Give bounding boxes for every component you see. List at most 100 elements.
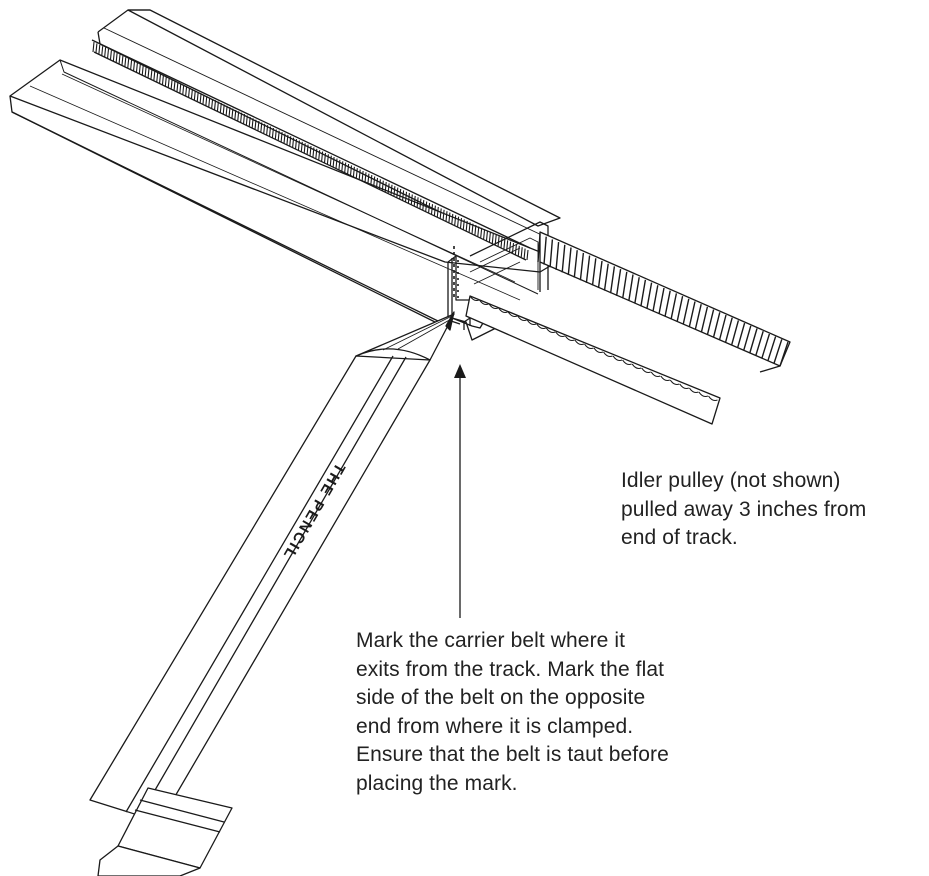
belt-tooth-line xyxy=(216,101,219,112)
belt-tooth-line xyxy=(500,237,503,248)
idler-callout-line-1: Idler pulley (not shown) xyxy=(621,469,841,492)
belt-tooth-line xyxy=(514,244,517,255)
belt-tooth-line xyxy=(433,205,436,216)
belt-tooth-line xyxy=(234,109,237,120)
belt-teeth-in-track-outline xyxy=(91,39,531,261)
belt-tooth-line xyxy=(263,123,266,134)
belt-tooth-line xyxy=(375,177,379,188)
belt-tooth-line xyxy=(358,169,361,180)
belt-tooth-line xyxy=(167,78,170,89)
belt-tooth-line xyxy=(332,157,335,168)
belt-tooth-line xyxy=(407,193,410,204)
belt-tooth-bottom xyxy=(479,299,489,306)
belt-tooth-line xyxy=(523,248,526,259)
belt-tooth-line xyxy=(115,53,118,64)
belt-tooth-line xyxy=(454,215,457,226)
belt-tooth-line xyxy=(335,158,338,169)
mark-belt-callout: Mark the carrier belt where it exits fro… xyxy=(356,627,669,798)
belt-tooth-line xyxy=(457,216,460,227)
belt-tooth-line xyxy=(736,322,746,348)
belt-tooth-line xyxy=(410,194,413,205)
belt-tooth-line xyxy=(112,51,115,62)
belt-tooth-bottom xyxy=(631,363,642,370)
belt-tooth-line xyxy=(422,200,425,211)
belt-tooth-line xyxy=(329,155,332,166)
belt-tooth-line xyxy=(283,133,286,144)
belt-tooth-line xyxy=(520,247,523,258)
belt-tooth-line xyxy=(378,179,381,190)
mark-callout-line-1: Mark the carrier belt where it xyxy=(356,629,626,652)
belt-tooth-line xyxy=(419,198,422,209)
belt-tooth-line xyxy=(676,295,684,322)
callout-arrow xyxy=(454,364,466,618)
belt-tooth-line xyxy=(294,139,298,150)
belt-tooth-line xyxy=(144,66,147,78)
belt-tooth-line xyxy=(483,229,486,240)
belt-tooth-line xyxy=(300,141,303,152)
belt-tooth-line xyxy=(436,206,439,218)
belt-tooth-line xyxy=(268,126,272,137)
belt-tooth-line xyxy=(688,301,696,328)
belt-tooth-line xyxy=(118,54,121,65)
belt-tooth-line xyxy=(445,211,448,222)
belt-tooth-line xyxy=(517,245,520,256)
belt-tooth-line xyxy=(567,247,572,276)
belt-tooth-line xyxy=(743,325,752,351)
belt-tooth-line xyxy=(718,314,727,341)
belt-tooth-line xyxy=(462,219,465,230)
belt-tooth-line xyxy=(347,163,350,175)
belt-tooth-bottom xyxy=(612,355,623,362)
belt-tooth-line xyxy=(326,154,329,165)
belt-tooth-line xyxy=(170,79,173,90)
belt-tooth-line xyxy=(543,236,547,265)
belt-tooth-line xyxy=(309,145,312,157)
belt-tooth-bottom xyxy=(669,379,680,386)
belt-tooth-line xyxy=(187,87,191,98)
track-rail xyxy=(9,9,561,341)
belt-tooth-line xyxy=(211,98,214,109)
belt-tooth-line xyxy=(286,134,289,145)
belt-tooth-line xyxy=(205,96,208,107)
belt-tooth-line xyxy=(349,165,353,176)
belt-tooth-line xyxy=(442,209,445,220)
belt-tooth-line xyxy=(396,187,399,198)
belt-tooth-line xyxy=(555,242,560,270)
carrier-belt-teeth xyxy=(537,233,789,367)
belt-tooth-line xyxy=(597,260,603,289)
belt-tooth-line xyxy=(448,212,451,223)
belt-tooth-line xyxy=(199,93,202,104)
belt-tooth-line xyxy=(321,151,324,162)
belt-tooth-line xyxy=(202,94,205,105)
belt-tooth-line xyxy=(767,336,777,362)
belt-tooth-line xyxy=(682,298,690,325)
belt-tooth-line xyxy=(315,148,318,159)
belt-tooth-bottom xyxy=(488,303,499,310)
belt-tooth-line xyxy=(292,137,295,148)
belt-tooth-line xyxy=(109,50,112,61)
belt-tooth-line xyxy=(127,58,130,69)
belt-tooth-bottom xyxy=(574,339,585,346)
belt-tooth-line xyxy=(277,130,280,141)
belt-tooth-line xyxy=(652,285,659,312)
belt-tooth-line xyxy=(266,125,269,136)
belt-tooth-line xyxy=(658,287,665,315)
belt-tooth-line xyxy=(208,97,211,108)
belt-tooth-line xyxy=(341,161,344,172)
belt-tooth-bottom xyxy=(498,307,508,314)
belt-tooth-line xyxy=(459,218,463,229)
belt-tooth-line xyxy=(603,263,609,291)
belt-tooth-line xyxy=(289,136,292,147)
belt-tooth-line xyxy=(451,213,454,224)
belt-tooth-line xyxy=(196,91,199,102)
belt-tooth-bottom xyxy=(545,327,556,334)
idler-callout-line-3: end of track. xyxy=(621,526,738,549)
belt-tooth-line xyxy=(511,243,515,254)
belt-tooth-line xyxy=(182,84,185,96)
belt-tooth-line xyxy=(367,173,370,184)
belt-tooth-line xyxy=(135,62,138,73)
belt-tooth-line xyxy=(130,59,133,71)
belt-tooth-line xyxy=(474,224,477,236)
belt-tooth-line xyxy=(254,119,257,130)
belt-tooth-line xyxy=(390,184,393,195)
